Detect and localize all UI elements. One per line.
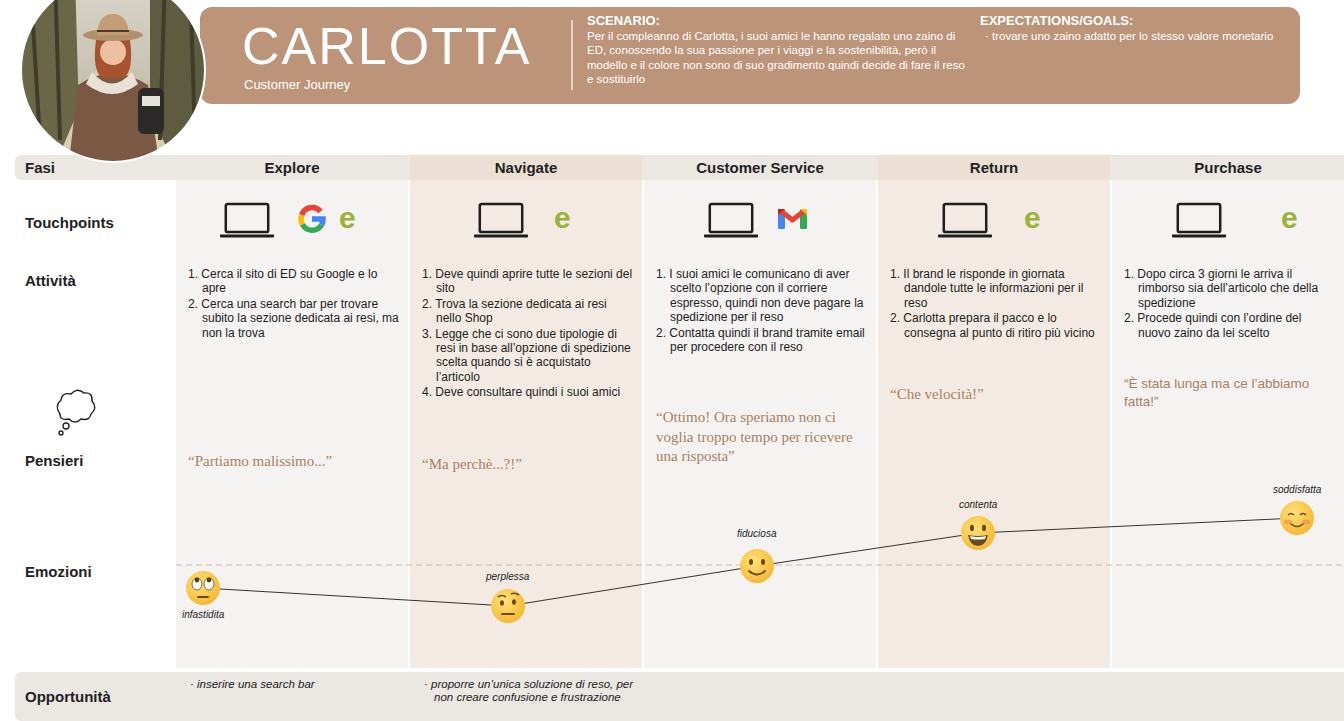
activity-item: 4. Deve consultare quindi i suoi amici: [422, 385, 634, 399]
emotion-label: perplessa: [486, 571, 529, 582]
row-label: Attività: [25, 272, 76, 289]
phase-heading: Explore: [176, 155, 408, 180]
activity-item: 1. Cerca il sito di ED su Google e lo ap…: [188, 267, 400, 296]
scenario-text: Per il compleanno di Carlotta, i suoi am…: [587, 29, 972, 87]
activity-item: 1. Il brand le risponde in giornata dand…: [890, 267, 1102, 310]
emotion-emoji: [186, 501, 1314, 623]
activity-item: 1. I suoi amici le comunicano di aver sc…: [656, 267, 868, 325]
activity-list: 1. Dopo circa 3 giorni le arriva il rimb…: [1124, 267, 1336, 341]
row-label: Pensieri: [25, 452, 83, 469]
neutral-line: [176, 564, 1344, 565]
emotion-label: infastidita: [182, 609, 224, 620]
phase-column: Navigate 1. Deve quindi aprire tutte le s…: [410, 155, 642, 668]
activity-item: 3. Legge che ci sono due tipologie di re…: [422, 327, 634, 385]
header-divider: [571, 20, 572, 90]
thought-quote: “Partiamo malissimo...”: [188, 452, 400, 472]
row-label: Emozioni: [25, 563, 92, 580]
phase-column: Explore 1. Cerca il sito di ED su Google …: [176, 155, 408, 668]
row-label: Opportunità: [25, 688, 111, 705]
opportunity-band: Opportunità · inserire una search bar · pr…: [15, 672, 1344, 721]
activity-item: 1. Deve quindi aprire tutte le sezioni d…: [422, 267, 634, 296]
brand-logo: e: [339, 203, 356, 233]
activity-list: 1. Cerca il sito di ED su Google e lo ap…: [188, 267, 400, 341]
touchpoint-icons: [221, 204, 1225, 236]
activity-item: 2. Cerca una search bar per trovare subi…: [188, 297, 400, 340]
persona-subtitle: Customer Journey: [244, 77, 350, 92]
thought-quote: “È stata lunga ma ce l’abbiamo fatta!”: [1124, 375, 1336, 410]
persona-name: CARLOTTA: [242, 20, 532, 72]
thought-quote: “Ottimo! Ora speriamo non ci voglia trop…: [656, 408, 868, 467]
activity-list: 1. Il brand le risponde in giornata dand…: [890, 267, 1102, 341]
brand-logo: e: [554, 203, 571, 233]
activity-list: 1. I suoi amici le comunicano di aver sc…: [656, 267, 868, 355]
emotion-curve: [203, 518, 1297, 606]
phase-column: Purchase 1. Dopo circa 3 giorni le arriva…: [1112, 155, 1344, 668]
activity-item: 1. Dopo circa 3 giorni le arriva il rimb…: [1124, 267, 1336, 310]
row-label: Fasi: [25, 159, 55, 176]
thought-cloud-icon: [57, 390, 95, 435]
activity-item: 2. Carlotta prepara il pacco e lo conseg…: [890, 311, 1102, 340]
opportunity-note: · inserire una search bar: [190, 678, 410, 691]
portrait-photo: [15, 0, 215, 170]
goal-text: · trovare uno zaino adatto per lo stesso…: [985, 29, 1290, 43]
persona-header: CARLOTTA Customer Journey SCENARIO:Per il …: [200, 7, 1300, 104]
row-label: Touchpoints: [25, 214, 114, 231]
emotion-label: fiduciosa: [737, 528, 776, 539]
phase-column: Customer Service 1. I suoi amici le comun…: [644, 155, 876, 668]
opportunity-note: · proporre un’unica soluzione di reso, p…: [424, 678, 644, 704]
section-heading: EXPECTATIONS/GOALS:: [980, 13, 1133, 28]
section-heading: SCENARIO:: [587, 13, 660, 28]
thought-quote: “Ma perchè...?!”: [422, 455, 634, 475]
phase-heading: Return: [878, 155, 1110, 180]
activity-item: 2. Procede quindi con l’ordine del nuovo…: [1124, 311, 1336, 340]
phase-heading: Customer Service: [644, 155, 876, 180]
brand-logo: e: [1024, 203, 1041, 233]
phase-column: Return 1. Il brand le risponde in giornat…: [878, 155, 1110, 668]
activity-item: 2. Trova la sezione dedicata ai resi nel…: [422, 297, 634, 326]
brand-logo: e: [1281, 203, 1298, 233]
thought-quote: “Che velocità!”: [890, 385, 1102, 405]
emotion-label: contenta: [959, 499, 997, 510]
phase-heading: Navigate: [410, 155, 642, 180]
activity-item: 2. Contatta quindi il brand tramite emai…: [656, 326, 868, 355]
emotion-label: soddisfatta: [1273, 484, 1321, 495]
activity-list: 1. Deve quindi aprire tutte le sezioni d…: [422, 267, 634, 401]
phase-heading: Purchase: [1112, 155, 1344, 180]
